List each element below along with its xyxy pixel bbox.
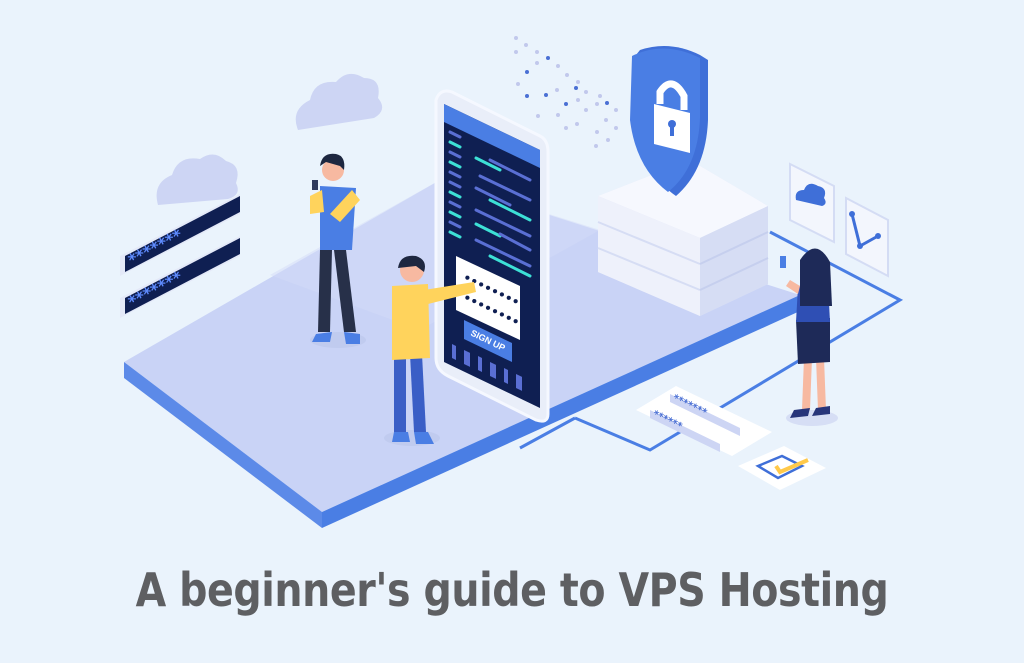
server-icon [597,160,769,316]
shield-lock-icon [630,46,708,196]
floating-card [789,162,889,278]
cloud-icon [795,183,826,206]
dot-pattern [514,36,618,148]
password-panel: ******* ******* [120,194,240,318]
svg-text:*******: ******* [125,267,186,312]
svg-text:*******: ******* [125,225,186,270]
phone-screen: •••••••• •••••••• SIGN UP [434,89,550,423]
person-touching-screen [384,255,476,446]
login-card: ******* ****** [636,386,826,490]
network-lines [519,230,904,452]
person-woman [780,248,838,426]
checkmark-icon [755,454,805,480]
page-title: A beginner's guide to VPS Hosting [135,563,889,617]
sign-up-button: SIGN UP [464,320,512,362]
person-with-phone [310,153,366,348]
cloud-icon [156,73,383,205]
